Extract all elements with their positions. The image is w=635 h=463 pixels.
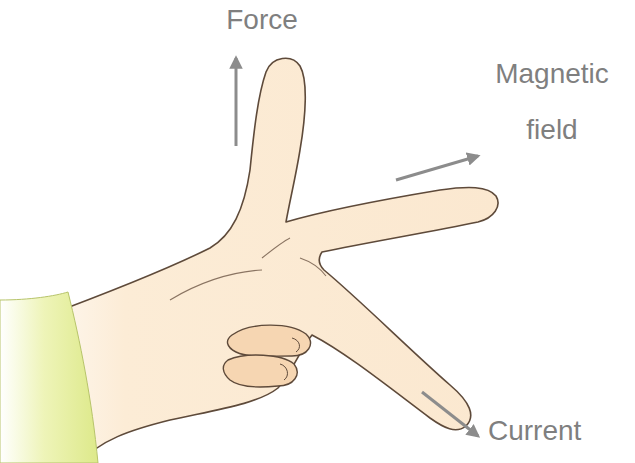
label-slot: Magnetic field xyxy=(474,46,630,158)
direction-label: Force xyxy=(196,2,328,37)
curled-finger xyxy=(223,355,297,387)
sleeve xyxy=(0,292,98,463)
label-slot: Force xyxy=(196,2,328,37)
palm-crease xyxy=(262,238,290,258)
finger-crease xyxy=(300,258,326,276)
label-slot: Current xyxy=(488,414,628,448)
current-arrow xyxy=(422,392,478,436)
force-arrow xyxy=(235,58,238,146)
direction-label: Magnetic field xyxy=(474,46,630,158)
palm-crease xyxy=(170,270,262,300)
hand-shape xyxy=(0,58,498,463)
field-arrow xyxy=(396,156,478,180)
finger-nail xyxy=(292,338,299,352)
direction-label: Current xyxy=(488,414,628,448)
curled-finger xyxy=(227,325,310,356)
finger-nail xyxy=(280,364,287,380)
